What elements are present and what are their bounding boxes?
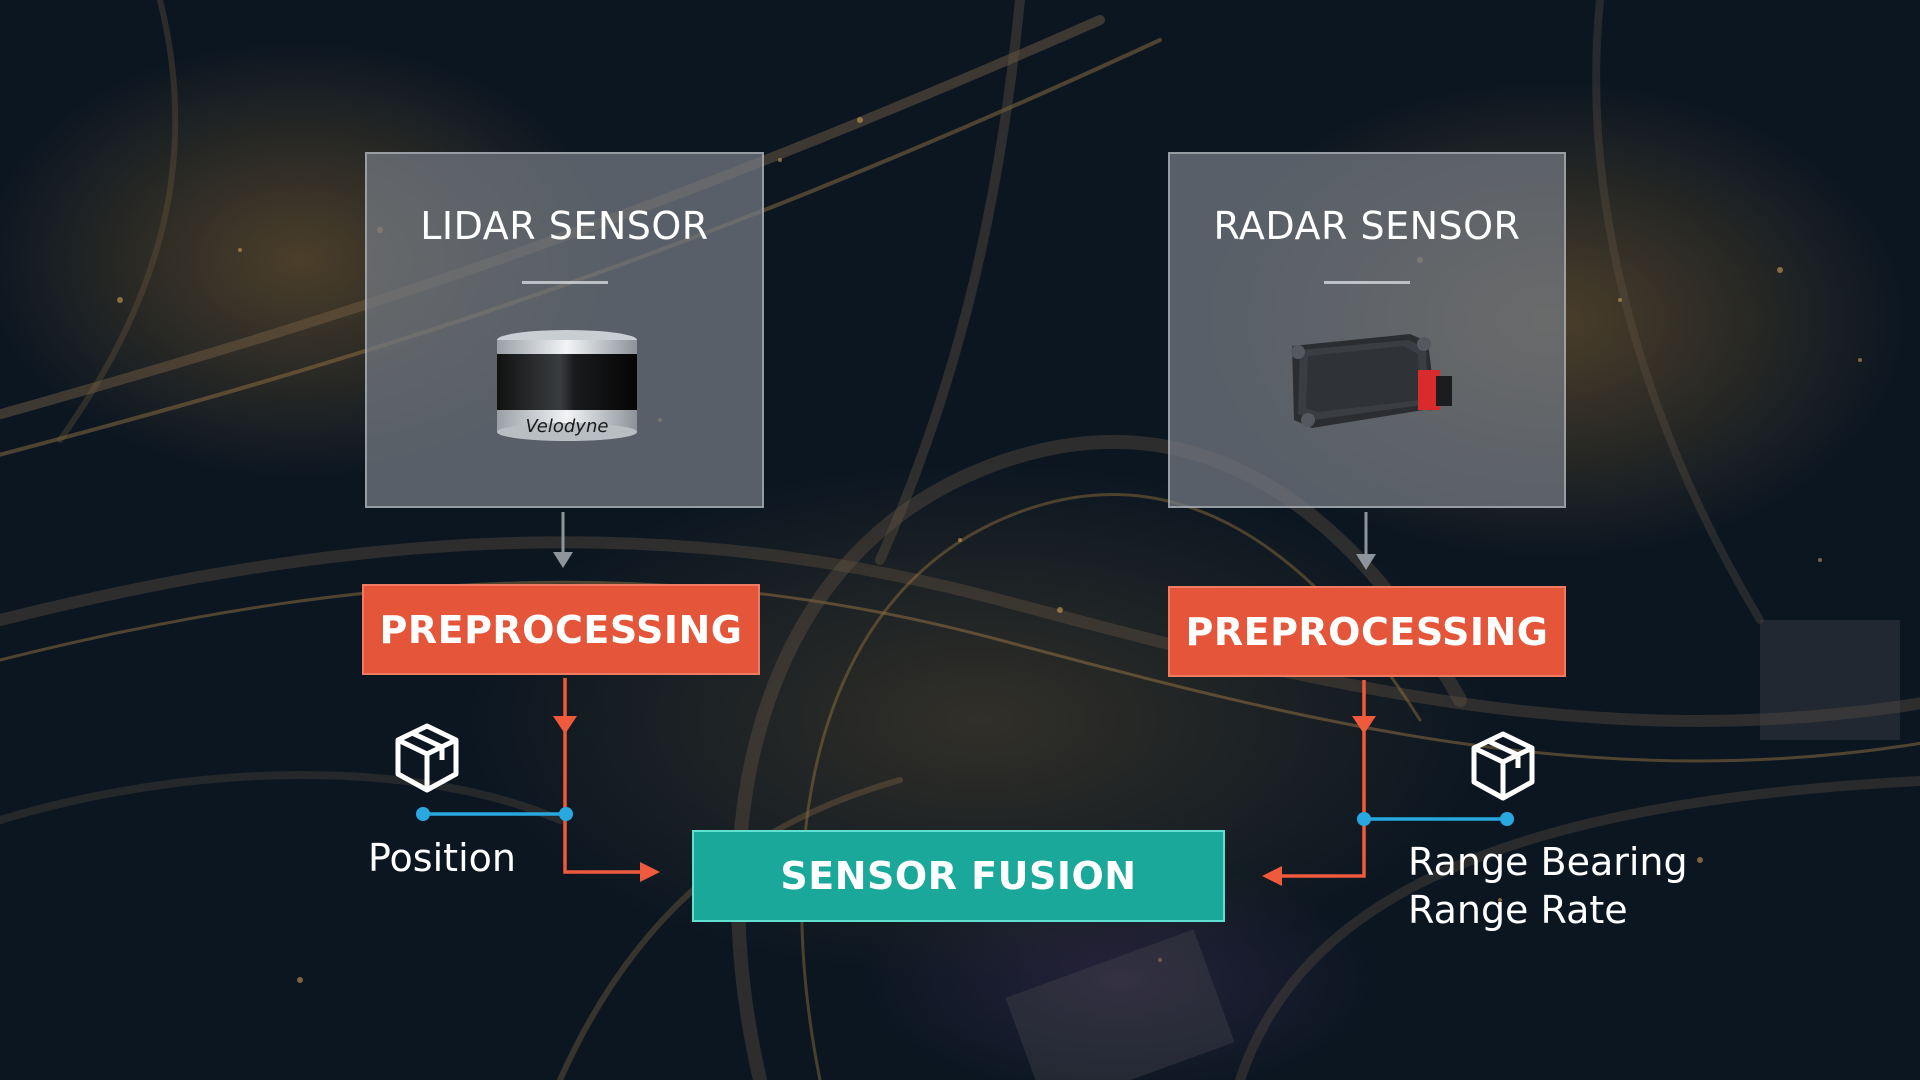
- lidar-to-preprocessing-arrow: [553, 512, 573, 568]
- lidar-title-divider: [521, 281, 608, 284]
- radar-sensor-box: RADAR SENSOR: [1168, 152, 1566, 508]
- lidar-to-fusion-arrow: [553, 678, 660, 882]
- radar-sensor-title: RADAR SENSOR: [1213, 204, 1521, 248]
- lidar-preprocessing-box: PREPROCESSING: [362, 584, 760, 675]
- sensor-fusion-box: SENSOR FUSION: [692, 830, 1225, 922]
- radar-module-icon: [1291, 334, 1452, 428]
- radar-title-divider: [1324, 281, 1410, 284]
- radar-output-line-1: Range Bearing: [1408, 840, 1688, 884]
- velodyne-brand-label: Velodyne: [525, 416, 609, 437]
- lidar-output-label: Position: [368, 836, 516, 880]
- radar-data-package-icon: [1471, 731, 1535, 801]
- radar-to-fusion-arrow: [1262, 680, 1376, 886]
- radar-output-connector: [1357, 812, 1514, 826]
- radar-output-label: Range Bearing Range Rate: [1408, 838, 1688, 934]
- lidar-data-package-icon: [395, 723, 459, 793]
- lidar-sensor-title: LIDAR SENSOR: [420, 204, 709, 248]
- radar-preprocessing-box: PREPROCESSING: [1168, 586, 1566, 677]
- lidar-output-connector: [416, 807, 573, 821]
- velodyne-lidar-icon: [497, 330, 637, 441]
- radar-to-preprocessing-arrow: [1356, 512, 1376, 570]
- radar-output-line-2: Range Rate: [1408, 888, 1628, 932]
- lidar-sensor-box: LIDAR SENSOR Velodyne: [365, 152, 764, 508]
